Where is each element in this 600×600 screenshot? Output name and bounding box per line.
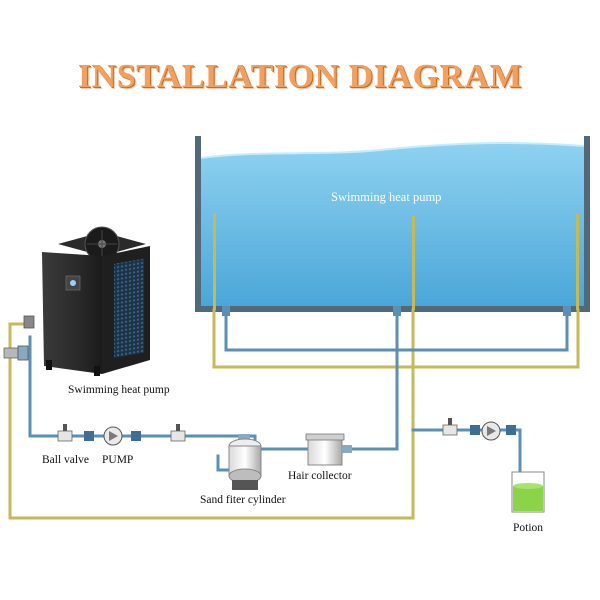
diagram-title: INSTALLATION DIAGRAM — [77, 58, 523, 95]
heat-pump-unit — [42, 226, 150, 376]
pool-wall-left — [195, 136, 201, 312]
sand-filter-cylinder — [228, 434, 262, 490]
swimming-pool — [195, 136, 590, 316]
ball-valve-2 — [170, 424, 186, 442]
heat-pump-label: Swimming heat pump — [68, 384, 170, 396]
potion-label: Potion — [513, 522, 544, 534]
pool-label: Swimming heat pump — [331, 190, 442, 204]
pool-floor — [195, 306, 590, 312]
hair-collector — [305, 433, 352, 466]
yellow-pipe-main — [8, 322, 415, 520]
sand-filter-label: Sand fiter cylinder — [200, 494, 286, 506]
pool-wall-right — [584, 136, 590, 312]
valve-left — [3, 315, 35, 361]
blue-pipe-to-collector — [350, 348, 399, 451]
blue-pipe-potion — [411, 428, 522, 472]
hair-collector-label: Hair collector — [288, 470, 352, 482]
valve-right — [442, 418, 458, 436]
pump-label: PUMP — [102, 454, 134, 466]
pump-left — [84, 426, 141, 446]
ball-valve-1 — [57, 424, 73, 442]
ball-valve-label: Ball valve — [42, 454, 89, 466]
pump-right — [470, 421, 516, 441]
potion-container — [511, 471, 545, 513]
pool-water — [200, 143, 585, 308]
